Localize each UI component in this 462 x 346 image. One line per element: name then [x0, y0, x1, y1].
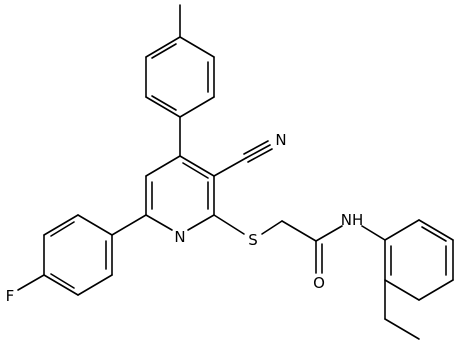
- amide-nh-label: NH: [341, 211, 364, 229]
- bond-pyridine-fluorophenyl: [111, 214, 147, 236]
- bond-ring-sulfur: [213, 214, 245, 235]
- sulfur-label: S: [248, 231, 258, 249]
- bond-ch2-carbonyl: [281, 220, 317, 242]
- pyridine-ring: [145, 155, 215, 231]
- ethyl-group: [384, 279, 420, 340]
- bond-nh-aryl: [361, 225, 386, 241]
- bond-carbon-fluorine: [17, 274, 45, 291]
- bond-carbonyl-nh: [315, 225, 343, 242]
- oxygen-label: O: [313, 274, 325, 292]
- ethylphenyl-ring: [384, 219, 454, 301]
- nitrile-group: [213, 140, 273, 177]
- nitrile-nitrogen-label: N: [275, 131, 286, 149]
- bond-sulfur-ch2: [261, 220, 283, 235]
- pyridine-nitrogen-label: N: [174, 228, 185, 246]
- fluorine-label: F: [6, 287, 15, 305]
- tolyl-ring: [145, 36, 215, 118]
- bonds: [17, 4, 454, 340]
- fluorophenyl-ring: [43, 214, 113, 296]
- atom-labels: N N S NH O F: [6, 131, 364, 305]
